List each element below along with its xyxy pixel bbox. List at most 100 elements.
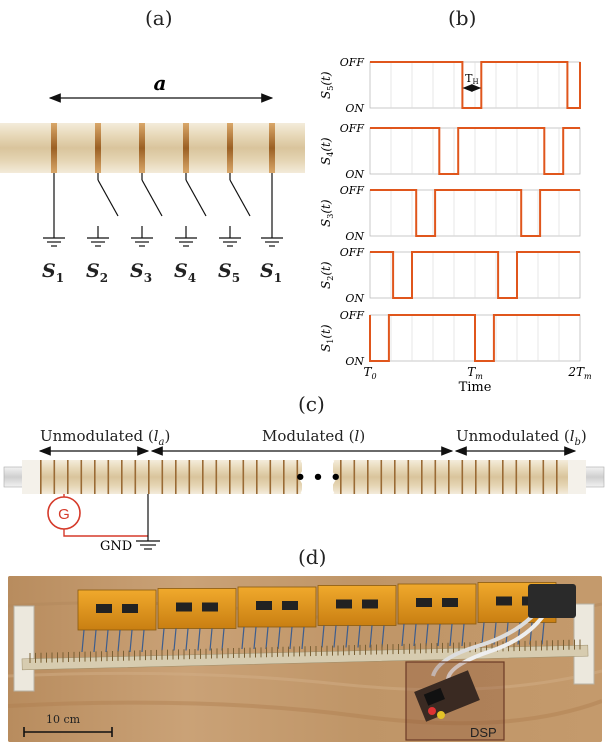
scale-bar-label: 10 cm: [46, 713, 81, 726]
unmodulated-right-label: Unmodulated (lb): [456, 427, 587, 448]
timing-row-s1: OFF ON S1(t): [319, 309, 581, 368]
electrode-ring: [256, 460, 258, 494]
x-tick-label: Tm: [467, 365, 483, 381]
photo-drawing: [8, 576, 602, 742]
electrode-ring: [283, 460, 285, 494]
electrode-rings-c: [40, 459, 558, 495]
switch-label: S2: [86, 260, 109, 285]
off-level-label: OFF: [340, 56, 365, 69]
electrode-ring: [421, 460, 423, 494]
open-switch: [141, 179, 163, 217]
off-level-label: OFF: [340, 309, 365, 322]
electrode-ring: [94, 460, 96, 494]
x-axis-label: Time: [459, 380, 492, 395]
switch-label: S1: [42, 260, 65, 285]
electrode-ring: [367, 460, 369, 494]
dsp-label: DSP: [470, 725, 497, 740]
generator-label: G: [58, 506, 70, 523]
electrode-ring: [53, 460, 56, 494]
electrode-ring: [175, 460, 177, 494]
electrode-ring: [448, 460, 450, 494]
electrode-ring: [121, 460, 123, 494]
off-level-label: OFF: [340, 246, 365, 259]
panel-b-timing: OFFONS5(t)OFFONS4(t)OFFONS3(t)OFFONS2(t)…: [319, 56, 592, 395]
electrode-ring: [353, 460, 356, 494]
electrode-ring: [407, 460, 410, 494]
electrode-ring: [67, 460, 69, 494]
x-tick-label: T0: [363, 365, 376, 381]
electrode-ring: [296, 460, 299, 494]
timing-row-s4: OFF ON S4(t): [319, 122, 581, 181]
switch-wires-a: [43, 173, 283, 247]
switch-label: S5: [218, 260, 241, 285]
switch-label: S1: [260, 260, 283, 285]
electrode-ring: [229, 460, 231, 494]
prototype-photo: 10 cm DSP: [8, 576, 602, 742]
pulse-waveform: [370, 61, 581, 109]
open-switch: [185, 179, 207, 217]
pulse-waveform: [369, 314, 580, 362]
electrode-ring: [542, 460, 545, 494]
tube-glass-right: [568, 460, 586, 494]
on-level-label: ON: [345, 102, 364, 115]
electrode-rings-a: [51, 123, 275, 173]
gnd-label: GND: [100, 539, 132, 554]
row-label: S5(t): [319, 71, 335, 99]
on-level-label: ON: [345, 355, 364, 368]
electrode-ring: [529, 460, 531, 494]
tube-right-section: [333, 460, 586, 494]
electrode-ring: [242, 460, 245, 494]
electrode-ring: [161, 460, 164, 494]
electrode-ring: [51, 123, 57, 173]
period-label: a: [154, 71, 167, 95]
tube-glass-left: [22, 460, 40, 494]
electrode-ring: [107, 460, 110, 494]
electrode-ring: [80, 460, 83, 494]
on-level-label: ON: [345, 168, 364, 181]
electrode-ring: [475, 460, 477, 494]
panel-a-label: (a): [145, 6, 173, 30]
electrode-ring: [215, 460, 218, 494]
pulse-waveform: [370, 127, 580, 175]
off-level-label: OFF: [340, 122, 365, 135]
x-tick-label: 2Tm: [567, 365, 592, 381]
unmodulated-left-label: Unmodulated (la): [40, 427, 171, 448]
panel-b-label: (b): [448, 6, 477, 30]
electrode-ring: [139, 123, 145, 173]
panel-c-label: (c): [298, 392, 325, 416]
switch-label: S4: [174, 260, 197, 285]
pulse-waveform: [370, 251, 580, 299]
on-level-label: ON: [345, 230, 364, 243]
timing-row-s5: OFF ON S5(t): [319, 56, 581, 115]
electrode-ring: [515, 460, 518, 494]
generator-wire: [63, 529, 148, 537]
open-switch: [97, 179, 119, 217]
electrode-ring: [269, 460, 272, 494]
plasma-tube-a: [0, 123, 305, 173]
row-label: S1(t): [319, 324, 335, 352]
electrode-ring: [434, 460, 437, 494]
electrode-ring: [380, 460, 383, 494]
electrode-ring: [461, 460, 464, 494]
electrode-ring: [134, 460, 137, 494]
electrode-ring: [183, 123, 189, 173]
electrode-ring: [488, 460, 491, 494]
open-switch: [229, 179, 251, 217]
row-label: S2(t): [319, 261, 335, 289]
switch-label: S3: [130, 260, 153, 285]
panel-a-diagram: a: [0, 71, 305, 247]
electrode-ring: [556, 460, 558, 494]
electrode-ring: [340, 460, 342, 494]
panel-d-label: (d): [298, 545, 327, 569]
electrode-ring: [269, 123, 275, 173]
electrode-ring: [227, 123, 233, 173]
electrode-ring: [40, 460, 42, 494]
modulated-label: Modulated (l): [262, 427, 366, 445]
electrode-ring: [188, 460, 191, 494]
row-label: S4(t): [319, 137, 335, 165]
row-label: S3(t): [319, 199, 335, 227]
panel-c-diagram: • • • G GND: [3, 446, 605, 554]
